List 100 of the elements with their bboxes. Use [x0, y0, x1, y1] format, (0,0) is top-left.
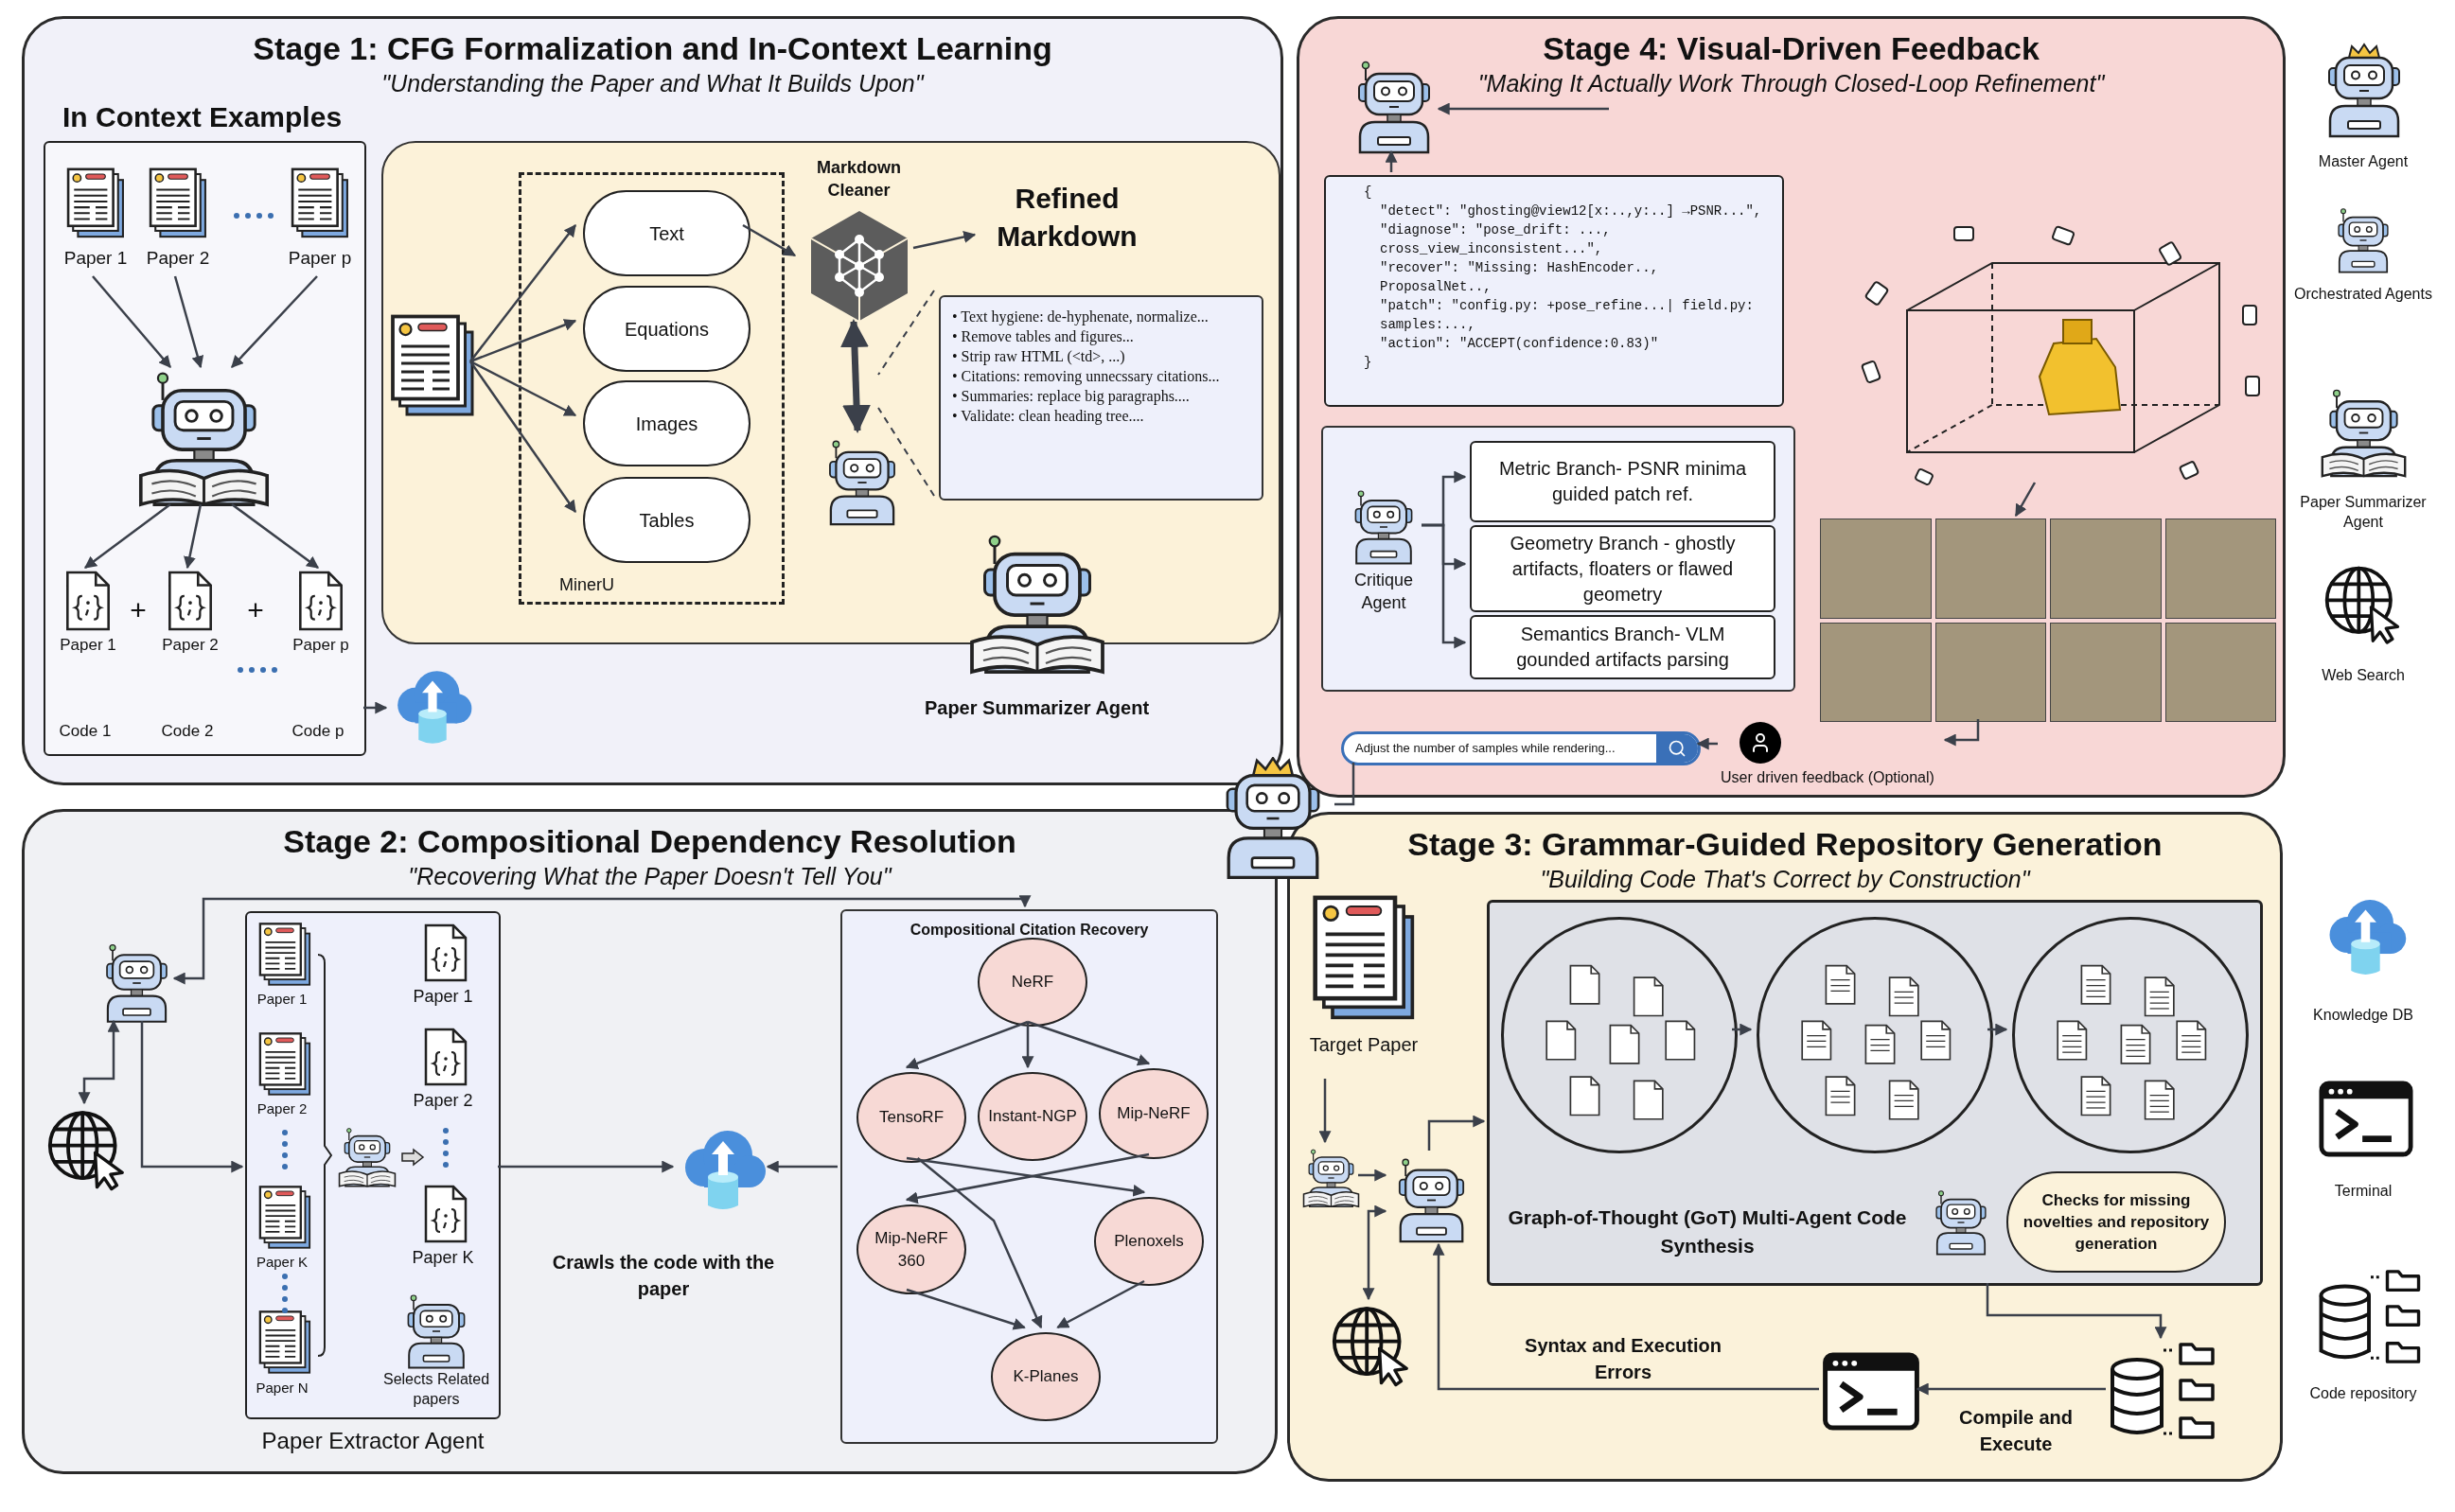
code-line: "action": "ACCEPT(confidence:0.83)": [1379, 335, 1660, 353]
agent-caption: Paper Summarizer Agent: [924, 696, 1150, 720]
arrow: [1437, 102, 1609, 115]
paper-node: TensoRF: [857, 1072, 966, 1163]
text-label: Paper 1: [413, 986, 473, 1008]
icon-caption: Paper p: [288, 247, 352, 270]
output-heading: Refined Markdown: [980, 180, 1155, 265]
arrow: [906, 1156, 1146, 1197]
code-line: "detect": "ghosting@view12[x:..,y:..] →PSNR...",: [1379, 202, 1763, 220]
category-pill: Images: [583, 380, 751, 466]
text-label: Code 1: [59, 721, 112, 742]
group-label: MinerU: [559, 574, 614, 596]
critique-panel: [1321, 426, 1795, 692]
list-item: • Citations: removing unnecssary citations...: [952, 367, 1221, 386]
code-line: "diagnose": "pose_drift: ..., cross_view_inconsistent...",: [1379, 221, 1612, 258]
legend-label: Web Search: [2322, 666, 2405, 685]
panel-subtitle: "Recovering What the Paper Doesn't Tell You": [408, 862, 892, 891]
content-panel: [381, 141, 1280, 644]
arrow: [1422, 523, 1467, 649]
arrow: [1916, 1382, 2106, 1396]
arrow: [1732, 1023, 1753, 1036]
operator-label: +: [130, 594, 147, 626]
panel-title: Stage 2: Compositional Dependency Resolution: [283, 822, 1016, 861]
text-label: Crawls the code with the paper: [551, 1251, 776, 1301]
callout-line: [877, 407, 935, 497]
arrow: [1432, 1242, 1819, 1391]
operator-label: +: [247, 594, 264, 626]
arrow: [1385, 149, 1398, 172]
stage-panel: [1287, 812, 2283, 1482]
paper-node: Instant-NGP: [978, 1072, 1087, 1161]
legend-label: Paper Summarizer Agent: [2299, 493, 2428, 532]
legend-label: Terminal: [2334, 1182, 2393, 1201]
category-pill: Text: [583, 190, 751, 276]
code-block: [1324, 175, 1784, 407]
synthesis-panel: [1487, 900, 2263, 1286]
notes-box: [939, 295, 1263, 501]
arrow: [839, 319, 872, 433]
arrow: [906, 1288, 1026, 1330]
arrow: [1696, 737, 1718, 750]
list-item: • Validate: clean heading tree....: [952, 407, 1145, 426]
legend-label: Knowledge DB: [2313, 1006, 2413, 1025]
citation-panel: [840, 909, 1218, 1444]
arrow: [173, 275, 204, 369]
legend-label: Orchestrated Agents: [2294, 285, 2432, 304]
text-label: Paper 2: [413, 1090, 473, 1112]
note-pill: Checks for missing novelties and repository generation: [2006, 1171, 2226, 1273]
arrow: [184, 503, 203, 570]
panel-subtitle: "Understanding the Paper and What It Builds Upon": [381, 69, 924, 98]
list-item: • Strip raw HTML (<td>, ...): [952, 347, 1126, 366]
legend-label: Master Agent: [2318, 152, 2409, 171]
search-bar: [1341, 731, 1701, 765]
arrow: [1358, 1169, 1387, 1182]
icon-caption: Paper 2: [146, 247, 210, 270]
code-line: }: [1364, 354, 1373, 372]
arrow: [1362, 1204, 1387, 1301]
section-heading: In Context Examples: [62, 100, 343, 134]
list-item: • Remove tables and figures...: [952, 327, 1135, 346]
arrow: [742, 223, 797, 257]
text-label: Paper K: [412, 1247, 474, 1269]
arrow: [2014, 482, 2037, 518]
arrow: [468, 360, 577, 514]
arrow: [140, 1021, 244, 1173]
text-label: Paper 2: [256, 1099, 308, 1118]
paper-node: NeRF: [978, 938, 1087, 1027]
code-line: {: [1364, 184, 1373, 202]
paper-node: Plenoxels: [1094, 1197, 1204, 1286]
arrow: [1027, 1020, 1151, 1066]
paper-node: K-Planes: [991, 1332, 1101, 1421]
arrow: [469, 223, 576, 362]
code-line: "recover": "Missing: HashEncoder.., ProposalNet..,: [1379, 259, 1660, 296]
panel-title: Stage 1: CFG Formalization and In-Context Learning: [253, 29, 1052, 68]
icon-caption: Target Paper: [1309, 1033, 1419, 1057]
stage-panel: [22, 16, 1283, 785]
arrow: [498, 1160, 675, 1173]
branch-box: Geometry Branch - ghostly artifacts, floaters or flawed geometry: [1470, 525, 1775, 612]
connector-line: [1334, 763, 1355, 806]
stage-panel: [1297, 16, 2286, 798]
text-label: Paper 1: [256, 990, 308, 1009]
arrow: [1056, 1279, 1145, 1329]
arrow: [905, 1152, 1150, 1204]
list-item: • Text hygiene: de-hyphenate, normalize...: [952, 308, 1210, 326]
arrow: [469, 319, 577, 363]
search-text: Adjust the number of samples while rendering...: [1354, 740, 1616, 758]
legend-label: Code repository: [2309, 1384, 2417, 1403]
branch-box: Metric Branch- PSNR minima guided patch ref.: [1470, 441, 1775, 522]
arrow: [766, 1160, 838, 1173]
arrow: [231, 503, 320, 569]
paper-node: Mip-NeRF 360: [857, 1204, 966, 1294]
arrow: [78, 1019, 120, 1105]
arrow: [916, 1157, 1043, 1329]
icon-caption: Paper 2: [162, 635, 219, 656]
stage-panel: [22, 809, 1278, 1474]
agent-caption: Selects Related papers: [381, 1370, 491, 1409]
text-label: Code 2: [161, 721, 214, 742]
panel-heading: Graph-of-Thought (GoT) Multi-Agent Code Synthesis: [1507, 1205, 1908, 1258]
icon-caption: User driven feedback (Optional): [1721, 768, 1935, 787]
arrow: [1427, 1115, 1486, 1151]
arrow: [172, 895, 1032, 985]
arrow: [1943, 719, 1980, 747]
arrow: [1987, 1023, 2008, 1036]
